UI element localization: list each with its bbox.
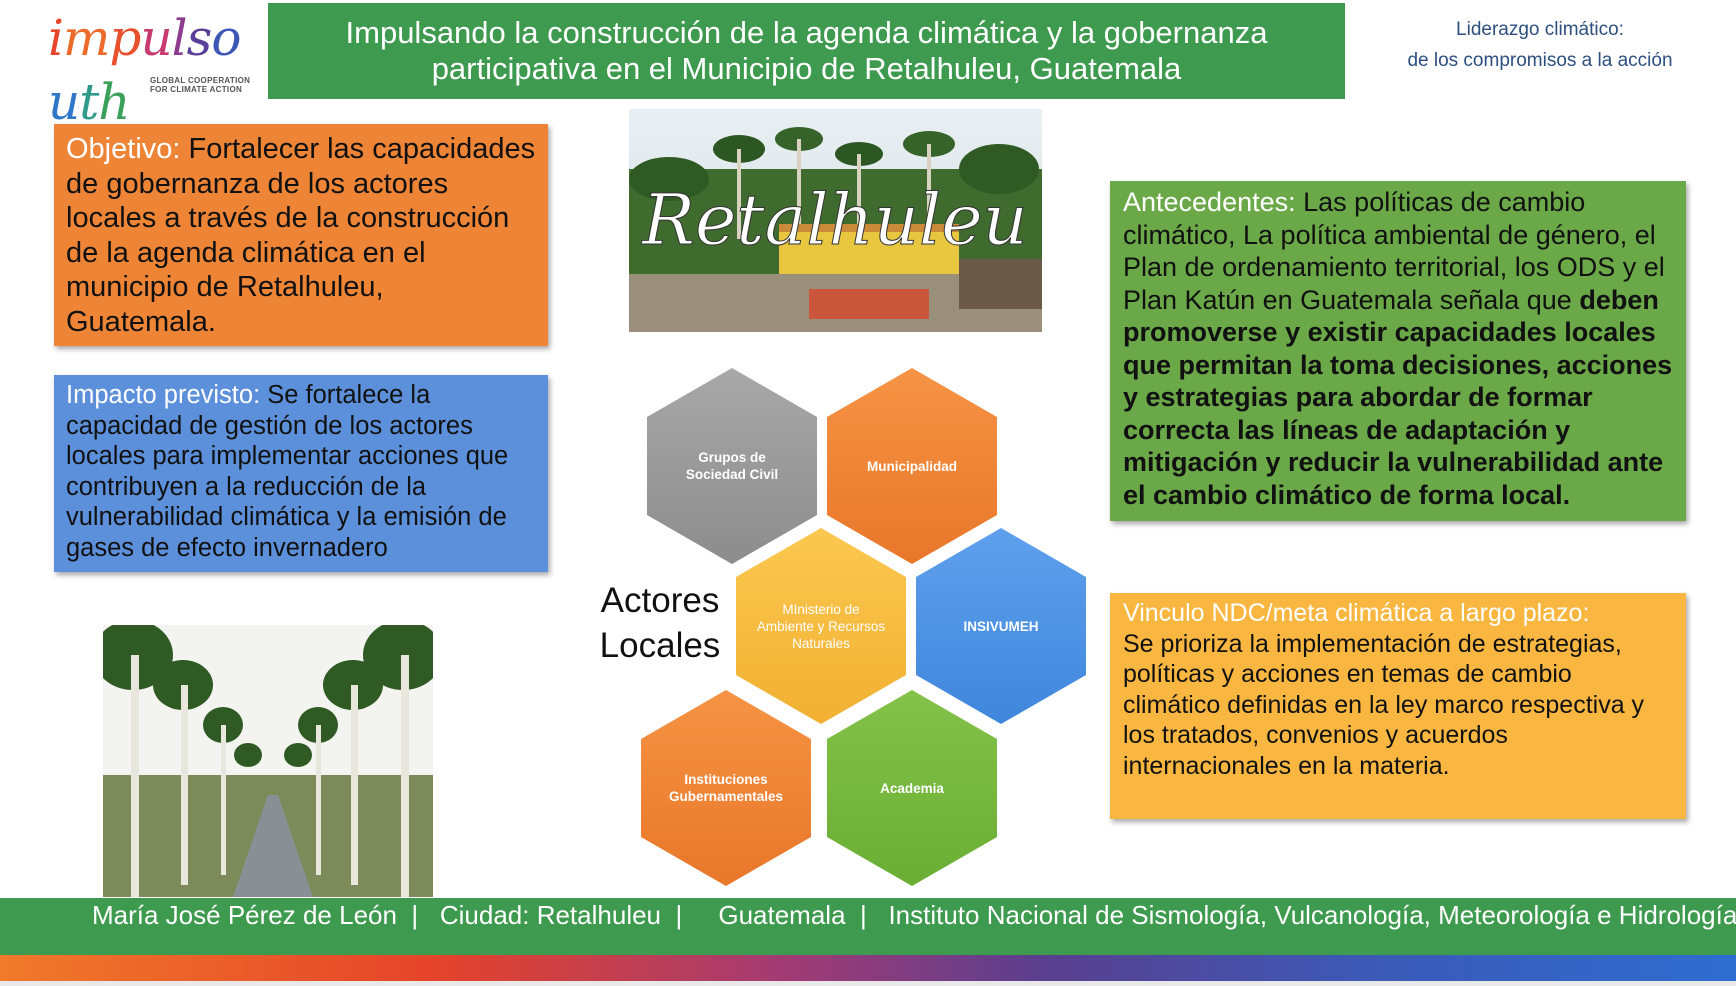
- impact-label: Impacto previsto:: [66, 381, 261, 409]
- retalhuleu-photo: Retalhuleu: [629, 109, 1042, 332]
- background-label: Antecedentes:: [1123, 187, 1296, 217]
- hex-municipality: Municipalidad: [827, 368, 997, 564]
- footer-separator: |: [860, 900, 867, 930]
- background-bold-text: deben promoverse y existir capacidades l…: [1123, 284, 1673, 510]
- footer-separator: |: [411, 900, 419, 930]
- footer-gradient-stripe: [0, 955, 1736, 981]
- impact-text: Se fortalece la capacidad de gestión de …: [66, 381, 509, 562]
- actors-label: Actores Locales: [590, 578, 730, 668]
- actors-label-line-2: Locales: [599, 626, 721, 665]
- hex-government-institutions: Instituciones Gubernamentales: [641, 690, 811, 886]
- footer-name: María José Pérez de León: [92, 900, 397, 930]
- palm-road-photo: [103, 625, 433, 897]
- retalhuleu-caption: Retalhuleu: [640, 179, 1027, 261]
- impact-box: Impacto previsto: Se fortalece la capaci…: [54, 375, 548, 572]
- objective-label: Objetivo:: [66, 133, 181, 165]
- background-box: Antecedentes: Las políticas de cambio cl…: [1110, 181, 1686, 521]
- hex-academia: Academia: [827, 690, 997, 886]
- objective-box: Objetivo: Fortalecer las capacidades de …: [54, 124, 548, 346]
- leadership-line-1: Liderazgo climático:: [1456, 19, 1624, 40]
- actors-label-line-1: Actores: [600, 581, 720, 620]
- hex-environment-ministry: MInisterio de Ambiente y Recursos Natura…: [736, 528, 906, 724]
- footer-city: Ciudad: Retalhuleu: [439, 900, 662, 930]
- logo-wordmark: impulsouth: [48, 9, 241, 131]
- hex-insivumeh: INSIVUMEH: [916, 528, 1086, 724]
- leadership-line-2: de los compromisos a la acción: [1407, 50, 1673, 71]
- footer-institution: Instituto Nacional de Sismología, Vulcan…: [888, 900, 1736, 930]
- logo-tagline: GLOBAL COOPERATION FOR CLIMATE ACTION: [150, 76, 251, 94]
- bottom-edge: [0, 981, 1736, 986]
- background-text: Las políticas de cambio climático, La po…: [1123, 187, 1665, 315]
- ndc-text: Se prioriza la implementación de estrate…: [1123, 629, 1645, 780]
- footer-separator: |: [675, 900, 683, 930]
- ndc-label: Vinculo NDC/meta climática a largo plazo…: [1123, 599, 1590, 627]
- objective-text: Fortalecer las capacidades de gobernanza…: [66, 133, 536, 338]
- hex-civil-society: Grupos de Sociedad Civil: [647, 368, 817, 564]
- leadership-subtitle: Liderazgo climático: de los compromisos …: [1370, 14, 1710, 76]
- footer-bar: María José Pérez de León | Ciudad: Retal…: [0, 898, 1736, 956]
- footer-country: Guatemala: [718, 900, 846, 930]
- impulsouth-logo: impulsouth GLOBAL COOPERATION FOR CLIMAT…: [40, 6, 270, 131]
- page-title: Impulsando la construcción de la agenda …: [268, 3, 1345, 99]
- ndc-box: Vinculo NDC/meta climática a largo plazo…: [1110, 593, 1686, 819]
